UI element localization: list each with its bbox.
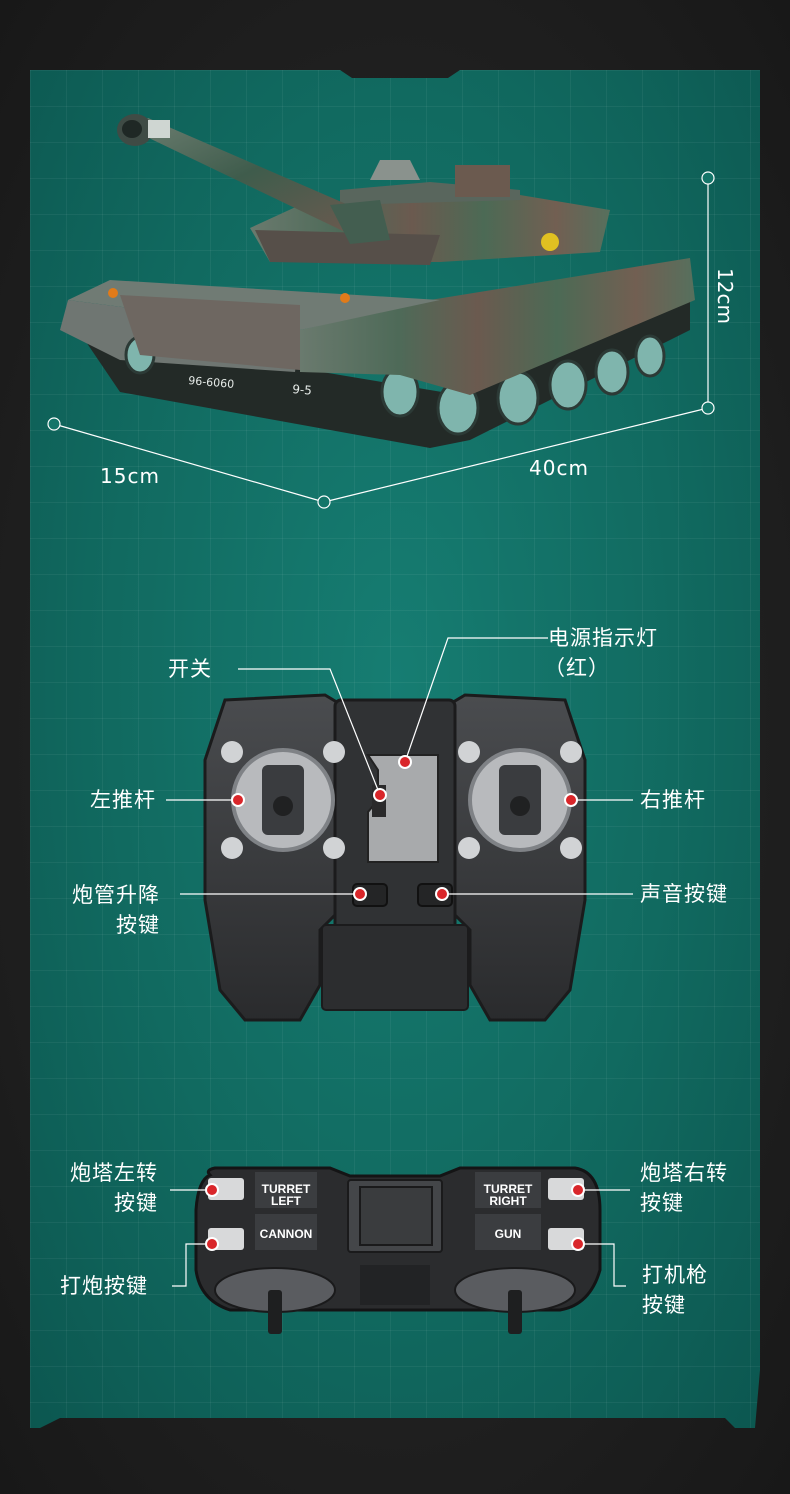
plate-turret-right-1: TURRET	[484, 1182, 533, 1196]
label-left-stick: 左推杆	[90, 788, 156, 812]
label-sound-button: 声音按键	[640, 882, 728, 906]
plate-turret-right-2: RIGHT	[489, 1194, 527, 1208]
label-barrel-button-line2: 按键	[116, 913, 160, 937]
label-barrel-button-line1: 炮管升降	[72, 883, 160, 907]
label-turret-left-line1: 炮塔左转	[70, 1161, 158, 1185]
label-turret-right-line1: 炮塔右转	[640, 1161, 728, 1185]
width-dimension: 15cm	[100, 464, 160, 488]
dimension-lines	[47, 171, 715, 509]
front-marker-dots	[231, 755, 578, 901]
label-power-light-line2: （红）	[544, 656, 610, 680]
plate-cannon: CANNON	[260, 1227, 313, 1241]
label-power-switch: 开关	[168, 657, 212, 681]
label-right-stick: 右推杆	[640, 788, 706, 812]
plate-turret-left-1: TURRET	[262, 1182, 311, 1196]
remote-front-view	[203, 693, 587, 1022]
length-dimension: 40cm	[529, 456, 589, 480]
tank-model	[60, 114, 695, 448]
label-turret-left: 炮塔左转 按键	[70, 1158, 158, 1218]
height-dimension: 12cm	[713, 268, 737, 324]
label-barrel-button: 炮管升降 按键	[72, 880, 160, 940]
front-pointer-lines	[166, 637, 633, 895]
label-power-light: 电源指示灯 （红）	[544, 623, 658, 683]
label-machine-gun-line2: 按键	[642, 1293, 686, 1317]
label-turret-left-line2: 按键	[114, 1191, 158, 1215]
label-fire-cannon: 打炮按键	[60, 1274, 148, 1298]
plate-turret-left-2: LEFT	[271, 1194, 302, 1208]
label-machine-gun: 打机枪 按键	[642, 1260, 708, 1320]
side-number: 9-5	[292, 382, 313, 398]
hull-number: 96-6060	[188, 374, 235, 391]
label-machine-gun-line1: 打机枪	[642, 1263, 708, 1287]
plate-gun: GUN	[495, 1227, 522, 1241]
top-marker-dots	[205, 1183, 585, 1251]
label-power-light-line1: 电源指示灯	[548, 626, 658, 650]
label-turret-right: 炮塔右转 按键	[640, 1158, 728, 1218]
label-turret-right-line2: 按键	[640, 1191, 684, 1215]
remote-top-view	[194, 1166, 602, 1334]
